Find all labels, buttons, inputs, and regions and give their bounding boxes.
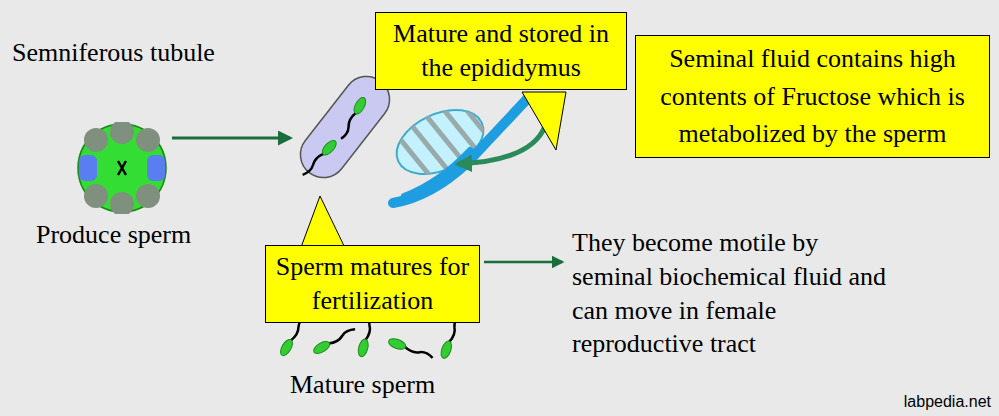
- flow-arrow: [172, 137, 290, 140]
- watermark: labpedia.net: [904, 392, 991, 411]
- callout-text: Seminal fluid contains high contents of …: [644, 40, 981, 153]
- note-text: They become motile by seminal biochemica…: [572, 226, 892, 361]
- callout-pointer: [522, 92, 566, 150]
- part-label: Mature sperm: [290, 368, 435, 402]
- vas-deferens: [393, 98, 528, 203]
- tubule-circle: Semniferous tubuleProduce sperm: [76, 122, 168, 214]
- callout-box: Seminal fluid contains high contents of …: [635, 35, 990, 158]
- tubule-cross-section: [76, 122, 168, 214]
- flow-arrow: [484, 261, 562, 264]
- callout-pointer: [300, 196, 346, 250]
- vas-deferens: [404, 150, 470, 196]
- callout-box: Mature and stored in the epididymus: [375, 12, 627, 90]
- node-heading: Semniferous tubule: [12, 36, 215, 70]
- callout-box: Sperm matures for fertilization: [265, 245, 480, 323]
- callout-text: Mature and stored in the epididymus: [384, 17, 618, 85]
- callout-text: Sperm matures for fertilization: [274, 250, 471, 318]
- node-body: Produce sperm: [36, 218, 191, 252]
